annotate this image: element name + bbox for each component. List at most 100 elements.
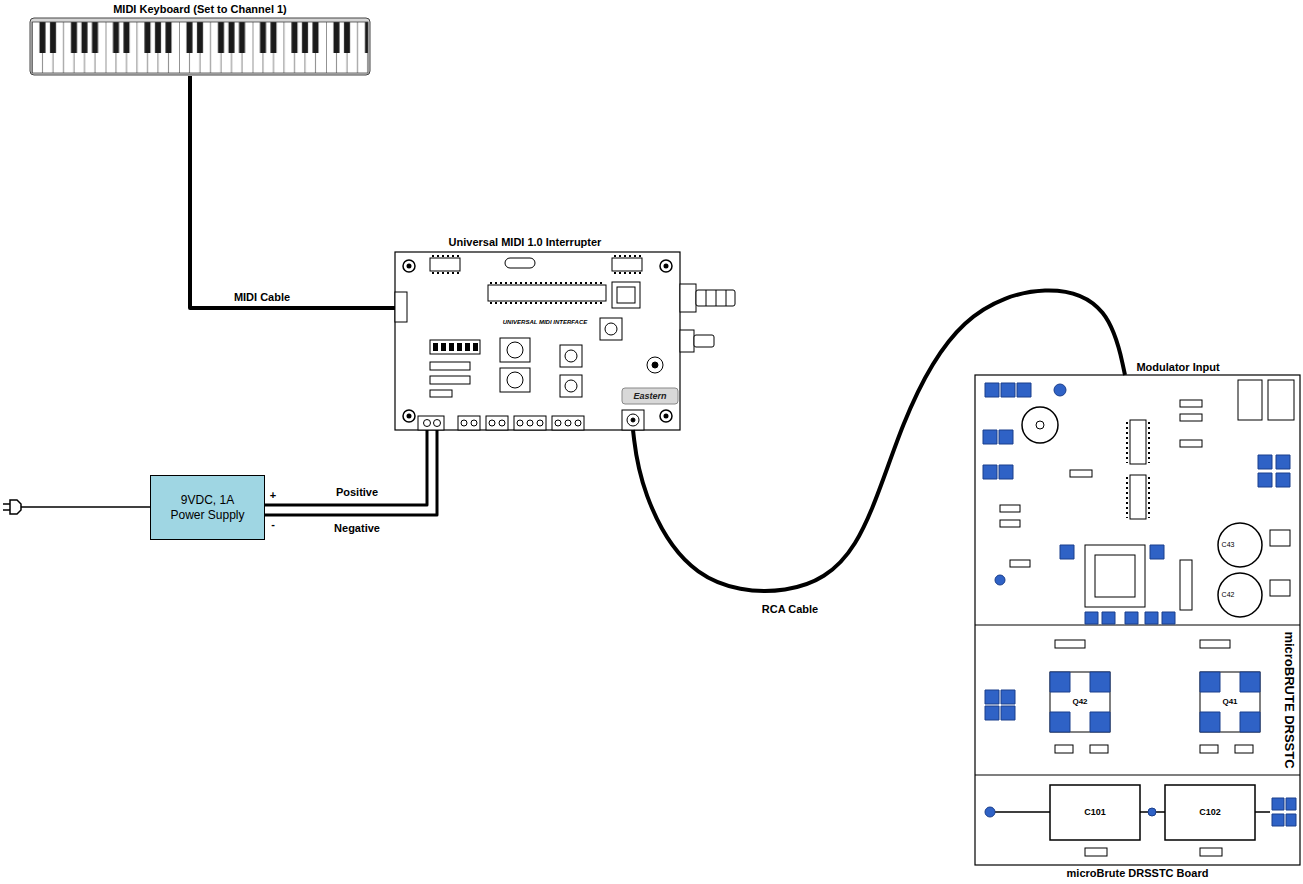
keyboard-node: MIDI Keyboard (Set to Channel 1) xyxy=(30,2,370,76)
pot-dial xyxy=(507,342,523,358)
keyboard-body xyxy=(30,18,370,75)
copper-pads xyxy=(1272,798,1296,826)
resistor xyxy=(1200,640,1230,648)
film-capacitor xyxy=(1165,785,1255,840)
bnc-ridges xyxy=(706,290,726,306)
copper-pad xyxy=(1054,384,1066,396)
copper-pad xyxy=(985,807,995,817)
current-transformer xyxy=(1238,380,1262,420)
microcontroller xyxy=(488,285,606,301)
keyboard-keys xyxy=(32,22,368,73)
silkscreen-text: UNIVERSAL MIDI INTERFACE xyxy=(503,319,588,326)
box-text: 9VDC, 1A Power Supply xyxy=(166,493,250,523)
modular-jack xyxy=(612,282,640,308)
part-name: Q42 xyxy=(1072,697,1087,707)
pot-dial xyxy=(507,372,523,388)
trimmer xyxy=(560,375,582,397)
rca-socket xyxy=(627,414,639,426)
cable xyxy=(633,290,1125,591)
resistor xyxy=(1180,560,1192,610)
power-supply-box: 9VDC, 1A Power Supply xyxy=(150,475,265,540)
cable-label: Positive xyxy=(334,486,380,499)
resistor xyxy=(1070,470,1092,477)
ic-chip xyxy=(430,258,460,271)
dip-levers xyxy=(433,343,478,351)
terminal-screw xyxy=(434,420,441,427)
resistor xyxy=(430,390,452,397)
node-heading: MIDI Keyboard (Set to Channel 1) xyxy=(113,2,287,16)
header-pin xyxy=(471,420,477,426)
ic-chip xyxy=(1130,475,1146,519)
port-label: Modulator Input xyxy=(1136,361,1219,374)
ic-pins xyxy=(490,283,605,303)
part-name: C42 xyxy=(1222,591,1235,599)
resistor xyxy=(1085,848,1107,856)
gate-transformer xyxy=(1085,545,1145,607)
modular-jack-inner xyxy=(617,287,635,303)
igbt-pads xyxy=(1050,672,1110,732)
resistor-network xyxy=(430,362,470,370)
gate-transformer-core xyxy=(1095,555,1135,597)
header-pin xyxy=(517,420,523,426)
ic-pins xyxy=(1127,422,1149,463)
film-capacitor xyxy=(1050,785,1140,840)
cable xyxy=(265,430,437,515)
potentiometer xyxy=(1022,407,1058,443)
mains-cord xyxy=(21,506,150,508)
copper-pads xyxy=(985,690,1015,720)
polarity-mark: + xyxy=(270,489,276,502)
interrupter-node: Universal MIDI 1.0 Interrupter xyxy=(395,235,655,430)
part-name: C102 xyxy=(1199,807,1221,818)
resistor xyxy=(1090,745,1108,753)
ic-pins xyxy=(614,256,641,273)
header-pin xyxy=(489,420,495,426)
resistor-network xyxy=(430,376,470,384)
dip-switch xyxy=(430,340,480,354)
electrolytic-capacitor xyxy=(1218,523,1262,567)
knob-center xyxy=(652,362,658,368)
part-name: Q41 xyxy=(1222,697,1237,707)
pcb-outline xyxy=(395,252,680,430)
igbt-outline xyxy=(1050,672,1110,732)
polarity-mark: - xyxy=(271,518,275,531)
pot-center xyxy=(1036,421,1044,429)
rca-pin xyxy=(631,418,635,422)
header-pin xyxy=(537,420,543,426)
bnc-barrel xyxy=(694,335,714,347)
diode xyxy=(1270,580,1290,596)
resistor xyxy=(1000,520,1020,527)
part-name: C43 xyxy=(1222,541,1235,549)
cable-label: MIDI Cable xyxy=(232,291,292,304)
resistor xyxy=(1055,745,1073,753)
ic-pins xyxy=(432,256,459,273)
header-pin xyxy=(527,420,533,426)
header-pin xyxy=(555,420,561,426)
header xyxy=(552,416,584,430)
pcb-outline xyxy=(975,375,1300,865)
ic-pins xyxy=(1127,477,1149,518)
potentiometer xyxy=(500,368,530,392)
bnc-base xyxy=(680,330,694,352)
power-plug xyxy=(3,500,150,514)
cable xyxy=(265,430,427,505)
header-pin xyxy=(565,420,571,426)
bnc-barrel xyxy=(696,290,735,306)
copper-pad xyxy=(995,575,1005,585)
current-transformer xyxy=(1268,380,1294,420)
header-pin xyxy=(575,420,581,426)
resistor xyxy=(1180,414,1202,421)
knob xyxy=(647,357,663,373)
resistor xyxy=(1235,745,1253,753)
header-pin xyxy=(461,420,467,426)
copper-pad xyxy=(1148,808,1156,816)
resistor xyxy=(1200,848,1222,856)
pot-dial xyxy=(565,380,577,392)
trimmer xyxy=(600,318,622,340)
logo-plate xyxy=(622,388,678,404)
resistor xyxy=(1055,640,1085,648)
potentiometer xyxy=(500,338,530,362)
cable xyxy=(190,76,395,308)
